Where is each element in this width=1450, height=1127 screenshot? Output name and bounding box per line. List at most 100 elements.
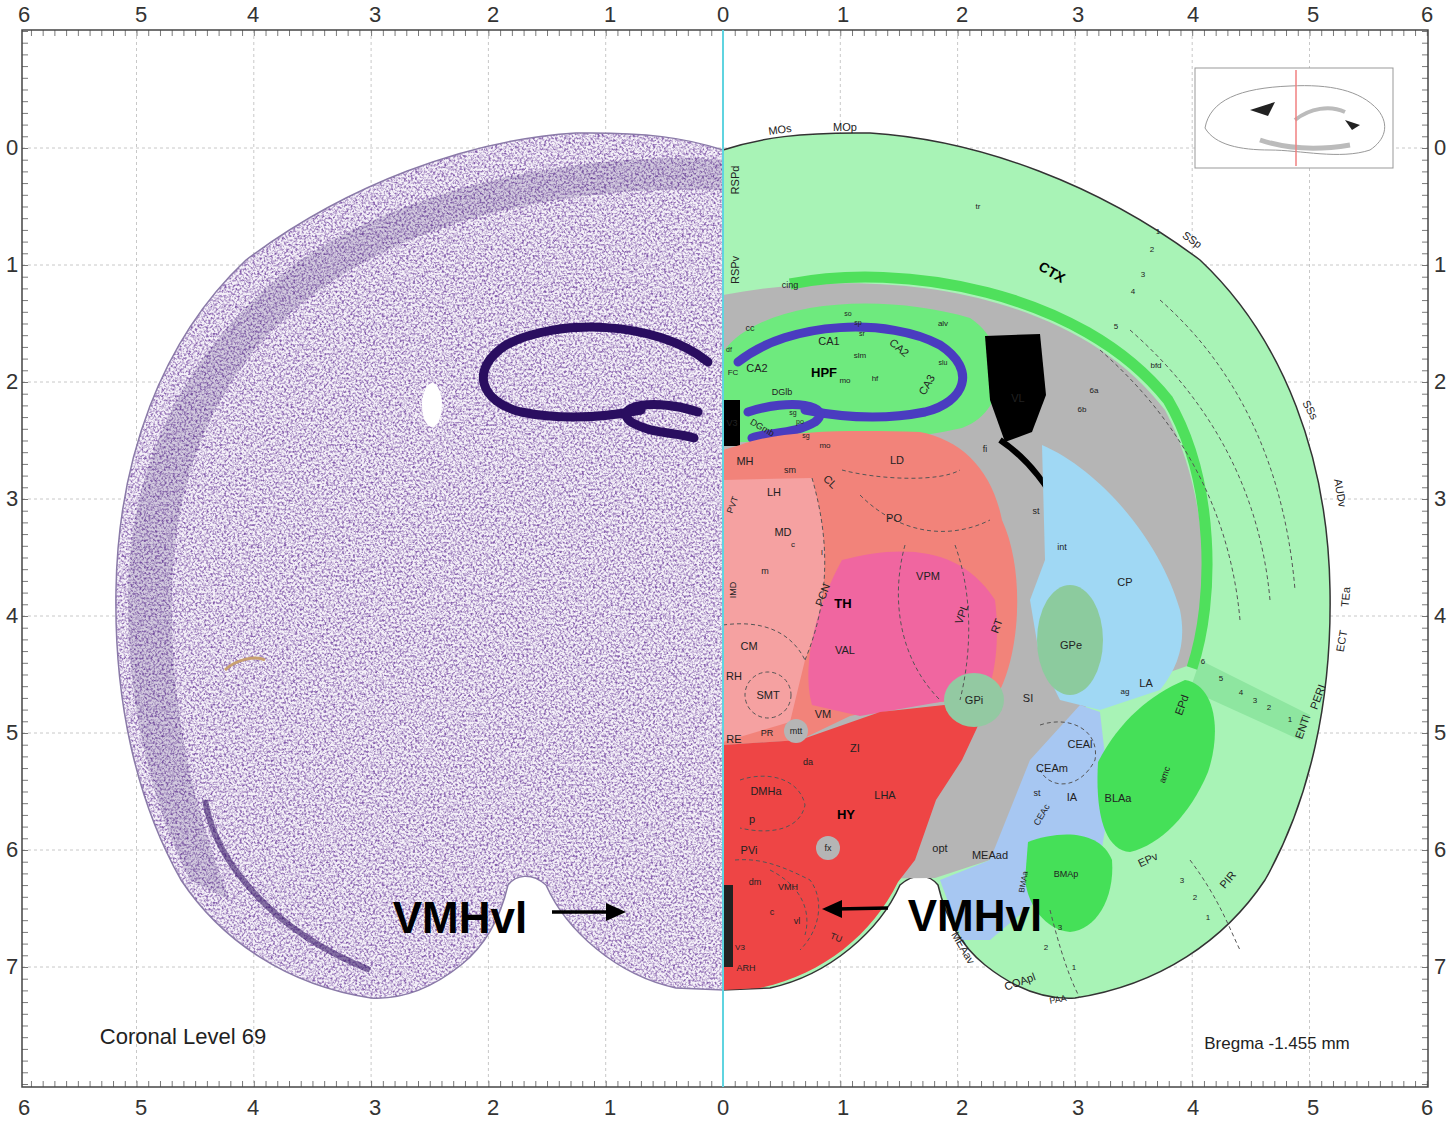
axis-number: 1	[1434, 254, 1446, 276]
region-label: opt	[932, 843, 947, 854]
axis-number: 5	[1434, 722, 1446, 744]
axis-number: 5	[6, 722, 18, 744]
region-label: CM	[740, 641, 757, 652]
region-label: ENTl	[1294, 714, 1313, 741]
inset-sagittal	[1195, 68, 1393, 168]
annotation-label: VMHvl	[908, 894, 1042, 938]
axis-number: 0	[717, 1097, 729, 1119]
region-label: MH	[736, 456, 753, 467]
axis-number: 6	[1421, 1097, 1433, 1119]
region-label: 6a	[1090, 387, 1099, 395]
region-label: l	[821, 549, 823, 557]
region-label: ag	[1121, 688, 1130, 696]
pointer-arrow	[552, 900, 888, 921]
atlas-regions	[723, 30, 1330, 1087]
region-label: 3	[1180, 877, 1184, 885]
region-label: RH	[726, 671, 742, 682]
region-label: st	[1032, 507, 1039, 516]
region-label: VAL	[835, 645, 855, 656]
axis-number: 2	[487, 4, 499, 26]
axis-number: 4	[1187, 4, 1199, 26]
region-label: 4	[1239, 689, 1243, 697]
nissl-section	[100, 130, 724, 1010]
region-label: 6b	[1078, 406, 1087, 414]
axis-number: 4	[247, 4, 259, 26]
axis-number: 2	[956, 1097, 968, 1119]
region-label: SMT	[756, 690, 779, 701]
region-label: 2	[1044, 944, 1048, 952]
region-label: sp	[854, 319, 861, 326]
region-label: 3	[1141, 271, 1145, 279]
axis-number: 5	[1307, 4, 1319, 26]
axis-number: 1	[604, 4, 616, 26]
figure-caption: Coronal Level 69	[100, 1026, 266, 1048]
region-label: BMAp	[1054, 870, 1079, 879]
axis-number: 5	[135, 1097, 147, 1119]
region-label: p	[749, 814, 755, 825]
axis-number: 3	[369, 4, 381, 26]
region-label: tr	[976, 203, 981, 211]
region-label: hf	[872, 375, 879, 383]
frame	[22, 30, 1428, 1087]
region-label: FC	[728, 369, 739, 377]
region-label: SSp	[1180, 230, 1203, 251]
region-label: BMAa	[1018, 871, 1030, 894]
region-label: sg	[802, 432, 809, 439]
region-label: int	[1057, 543, 1067, 552]
axis-number: 0	[6, 137, 18, 159]
region-label: PERI	[1308, 683, 1327, 711]
region-label: m	[761, 567, 769, 576]
region-label: TU	[829, 932, 843, 945]
region-label: cing	[782, 281, 799, 290]
region-label: slm	[854, 352, 866, 360]
region-label: 5	[1114, 323, 1118, 331]
axis-number: 4	[247, 1097, 259, 1119]
region-label: CEAc	[1032, 803, 1051, 827]
region-label: cc	[746, 324, 755, 333]
region-label: so	[844, 310, 851, 317]
axis-number: 2	[1434, 371, 1446, 393]
region-label: slu	[939, 359, 948, 366]
axis-number: 1	[6, 254, 18, 276]
region-label: mtt	[790, 727, 803, 736]
axis-number: 0	[1434, 137, 1446, 159]
region-label: RT	[989, 617, 1004, 634]
axis-number: 4	[1187, 1097, 1199, 1119]
region-label: MEAad	[972, 850, 1008, 861]
axis-number: 3	[1072, 4, 1084, 26]
region-label: CEAm	[1036, 763, 1068, 774]
region-label: dm	[749, 878, 762, 887]
region-label: TH	[834, 597, 851, 610]
region-label: CA3	[917, 373, 937, 397]
region-label: HY	[837, 808, 855, 821]
region-label: 1	[1206, 914, 1210, 922]
grid-lines	[22, 30, 1428, 1087]
axis-number: 6	[18, 4, 30, 26]
region-label: 1	[1072, 964, 1076, 972]
region-label: st	[1033, 789, 1040, 798]
axis-number: 0	[717, 4, 729, 26]
region-label: alv	[938, 320, 948, 328]
region-label: SI	[1023, 693, 1033, 704]
region-label: TEa	[1340, 586, 1353, 607]
region-label: 1	[1288, 716, 1292, 724]
axis-number: 2	[956, 4, 968, 26]
region-label: 2	[1150, 246, 1154, 254]
region-label: ARH	[736, 964, 755, 973]
region-label: CEAl	[1067, 739, 1092, 750]
region-label: bfd	[1150, 362, 1161, 370]
region-label: 4	[1131, 288, 1135, 296]
region-label: sr	[859, 330, 865, 337]
region-label: 3	[1058, 924, 1062, 932]
axis-number: 5	[1307, 1097, 1319, 1119]
region-label: VL	[1011, 393, 1024, 404]
region-label: CA2	[887, 337, 910, 359]
region-label: VM	[815, 709, 832, 720]
axis-number: 6	[1421, 4, 1433, 26]
region-label: PCN	[814, 582, 832, 608]
region-label: PIR	[1218, 869, 1238, 890]
region-label: mo	[819, 442, 830, 450]
region-label: c	[770, 908, 775, 917]
axis-number: 1	[837, 4, 849, 26]
